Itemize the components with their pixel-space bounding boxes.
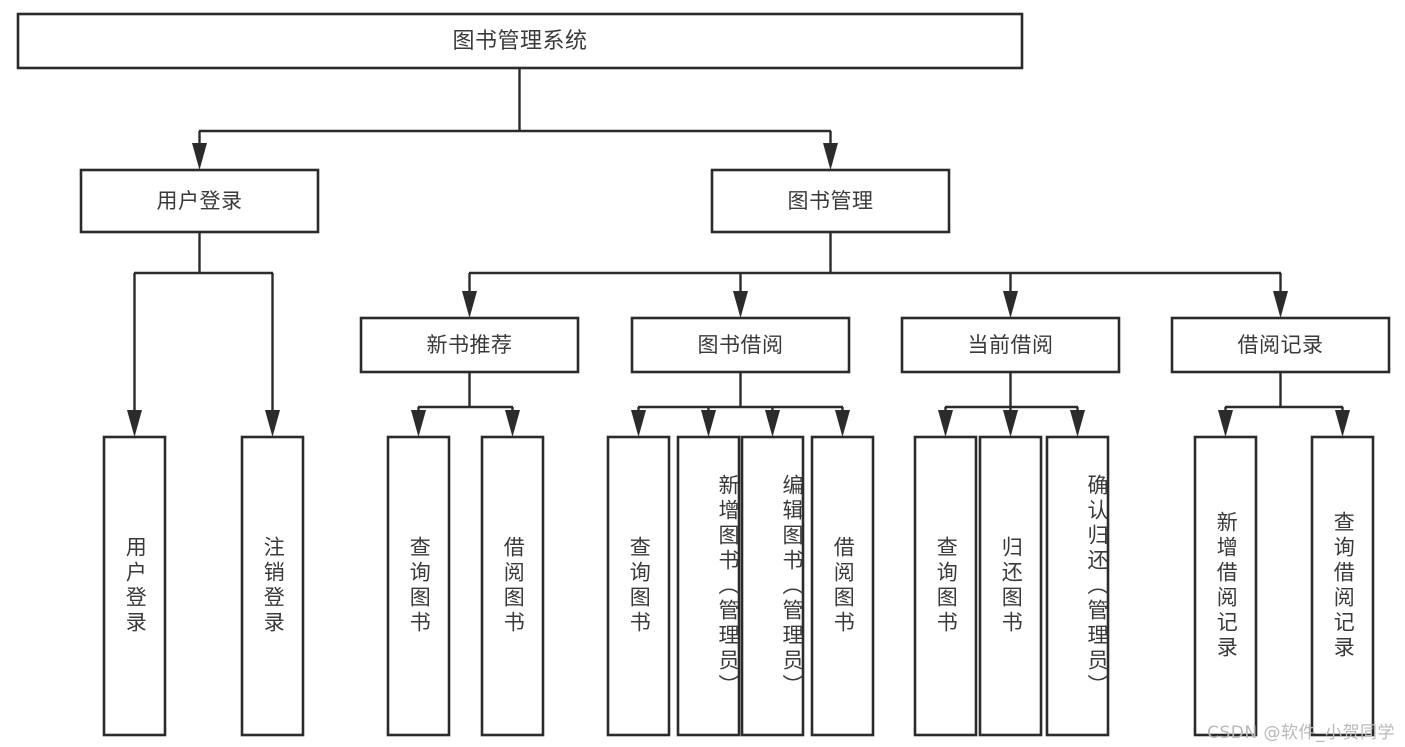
edge-group-bookborrow-to-leaves — [631, 372, 850, 437]
leaf-box-add-book[interactable] — [676, 435, 741, 737]
edge-group-root-to-level2 — [192, 68, 838, 170]
edge-group-newbook-to-leaves — [411, 372, 520, 437]
node-borrow-record-label: 借阅记录 — [1238, 333, 1324, 357]
watermark-text: CSDN @软件_小贺同学 — [1207, 723, 1395, 743]
arrow-leaf-query-record — [1335, 410, 1350, 437]
arrow-leaf-query-book-1 — [411, 410, 426, 437]
arrow-to-current-borrow — [1003, 291, 1018, 318]
arrow-leaf-add-record — [1218, 410, 1233, 437]
leaf-box-edit-book[interactable] — [740, 435, 805, 737]
leaf-box-return-book[interactable] — [978, 435, 1043, 737]
arrow-leaf-query-book-3 — [938, 410, 953, 437]
node-current-borrow-box[interactable] — [900, 316, 1121, 374]
edge-group-currentborrow-to-leaves — [938, 372, 1085, 437]
arrow-leaf-user-logout — [265, 410, 280, 437]
arrow-to-user-login — [192, 143, 207, 170]
node-user-login-box[interactable] — [79, 168, 320, 234]
leaf-box-confirm-return[interactable] — [1045, 435, 1110, 737]
node-current-borrow-label: 当前借阅 — [968, 333, 1054, 357]
leaf-box-borrow-book-2[interactable] — [810, 435, 875, 737]
arrow-leaf-user-login — [127, 410, 142, 437]
edge-group-bookmanage-to-level3 — [462, 232, 1288, 318]
node-root-label: 图书管理系统 — [452, 29, 587, 54]
node-borrow-record-box[interactable] — [1170, 316, 1391, 374]
leaf-box-borrow-book-1[interactable] — [480, 435, 545, 737]
arrow-leaf-query-book-2 — [631, 410, 646, 437]
arrow-to-book-manage — [823, 143, 838, 170]
arrow-to-book-borrow — [733, 291, 748, 318]
leaf-box-query-book-3[interactable] — [913, 435, 978, 737]
edge-group-userlogin-to-leaves — [127, 232, 280, 437]
leaf-box-query-book-2[interactable] — [606, 435, 671, 737]
arrow-leaf-add-book — [701, 410, 716, 437]
node-user-login-label: 用户登录 — [157, 189, 243, 213]
arrow-to-new-book-recommend — [462, 291, 477, 318]
node-book-manage-label: 图书管理 — [788, 189, 874, 213]
node-root-box[interactable] — [16, 12, 1024, 70]
arrow-leaf-borrow-book-1 — [505, 410, 520, 437]
leaf-box-query-record[interactable] — [1310, 435, 1375, 737]
leaf-box-user-logout[interactable] — [240, 435, 305, 737]
node-book-borrow-label: 图书借阅 — [698, 333, 784, 357]
arrow-leaf-edit-book — [765, 410, 780, 437]
arrow-leaf-borrow-book-2 — [835, 410, 850, 437]
edge-group-borrowrecord-to-leaves — [1218, 372, 1350, 437]
node-book-borrow-box[interactable] — [630, 316, 851, 374]
leaf-box-user-login[interactable] — [102, 435, 167, 737]
node-book-manage-box[interactable] — [710, 168, 951, 234]
node-new-book-recommend-box[interactable] — [359, 316, 580, 374]
arrow-leaf-return-book — [1003, 410, 1018, 437]
leaf-box-add-record[interactable] — [1193, 435, 1258, 737]
arrow-leaf-confirm-return — [1070, 410, 1085, 437]
arrow-to-borrow-record — [1273, 291, 1288, 318]
node-new-book-recommend-label: 新书推荐 — [427, 333, 513, 357]
leaf-box-query-book-1[interactable] — [386, 435, 451, 737]
